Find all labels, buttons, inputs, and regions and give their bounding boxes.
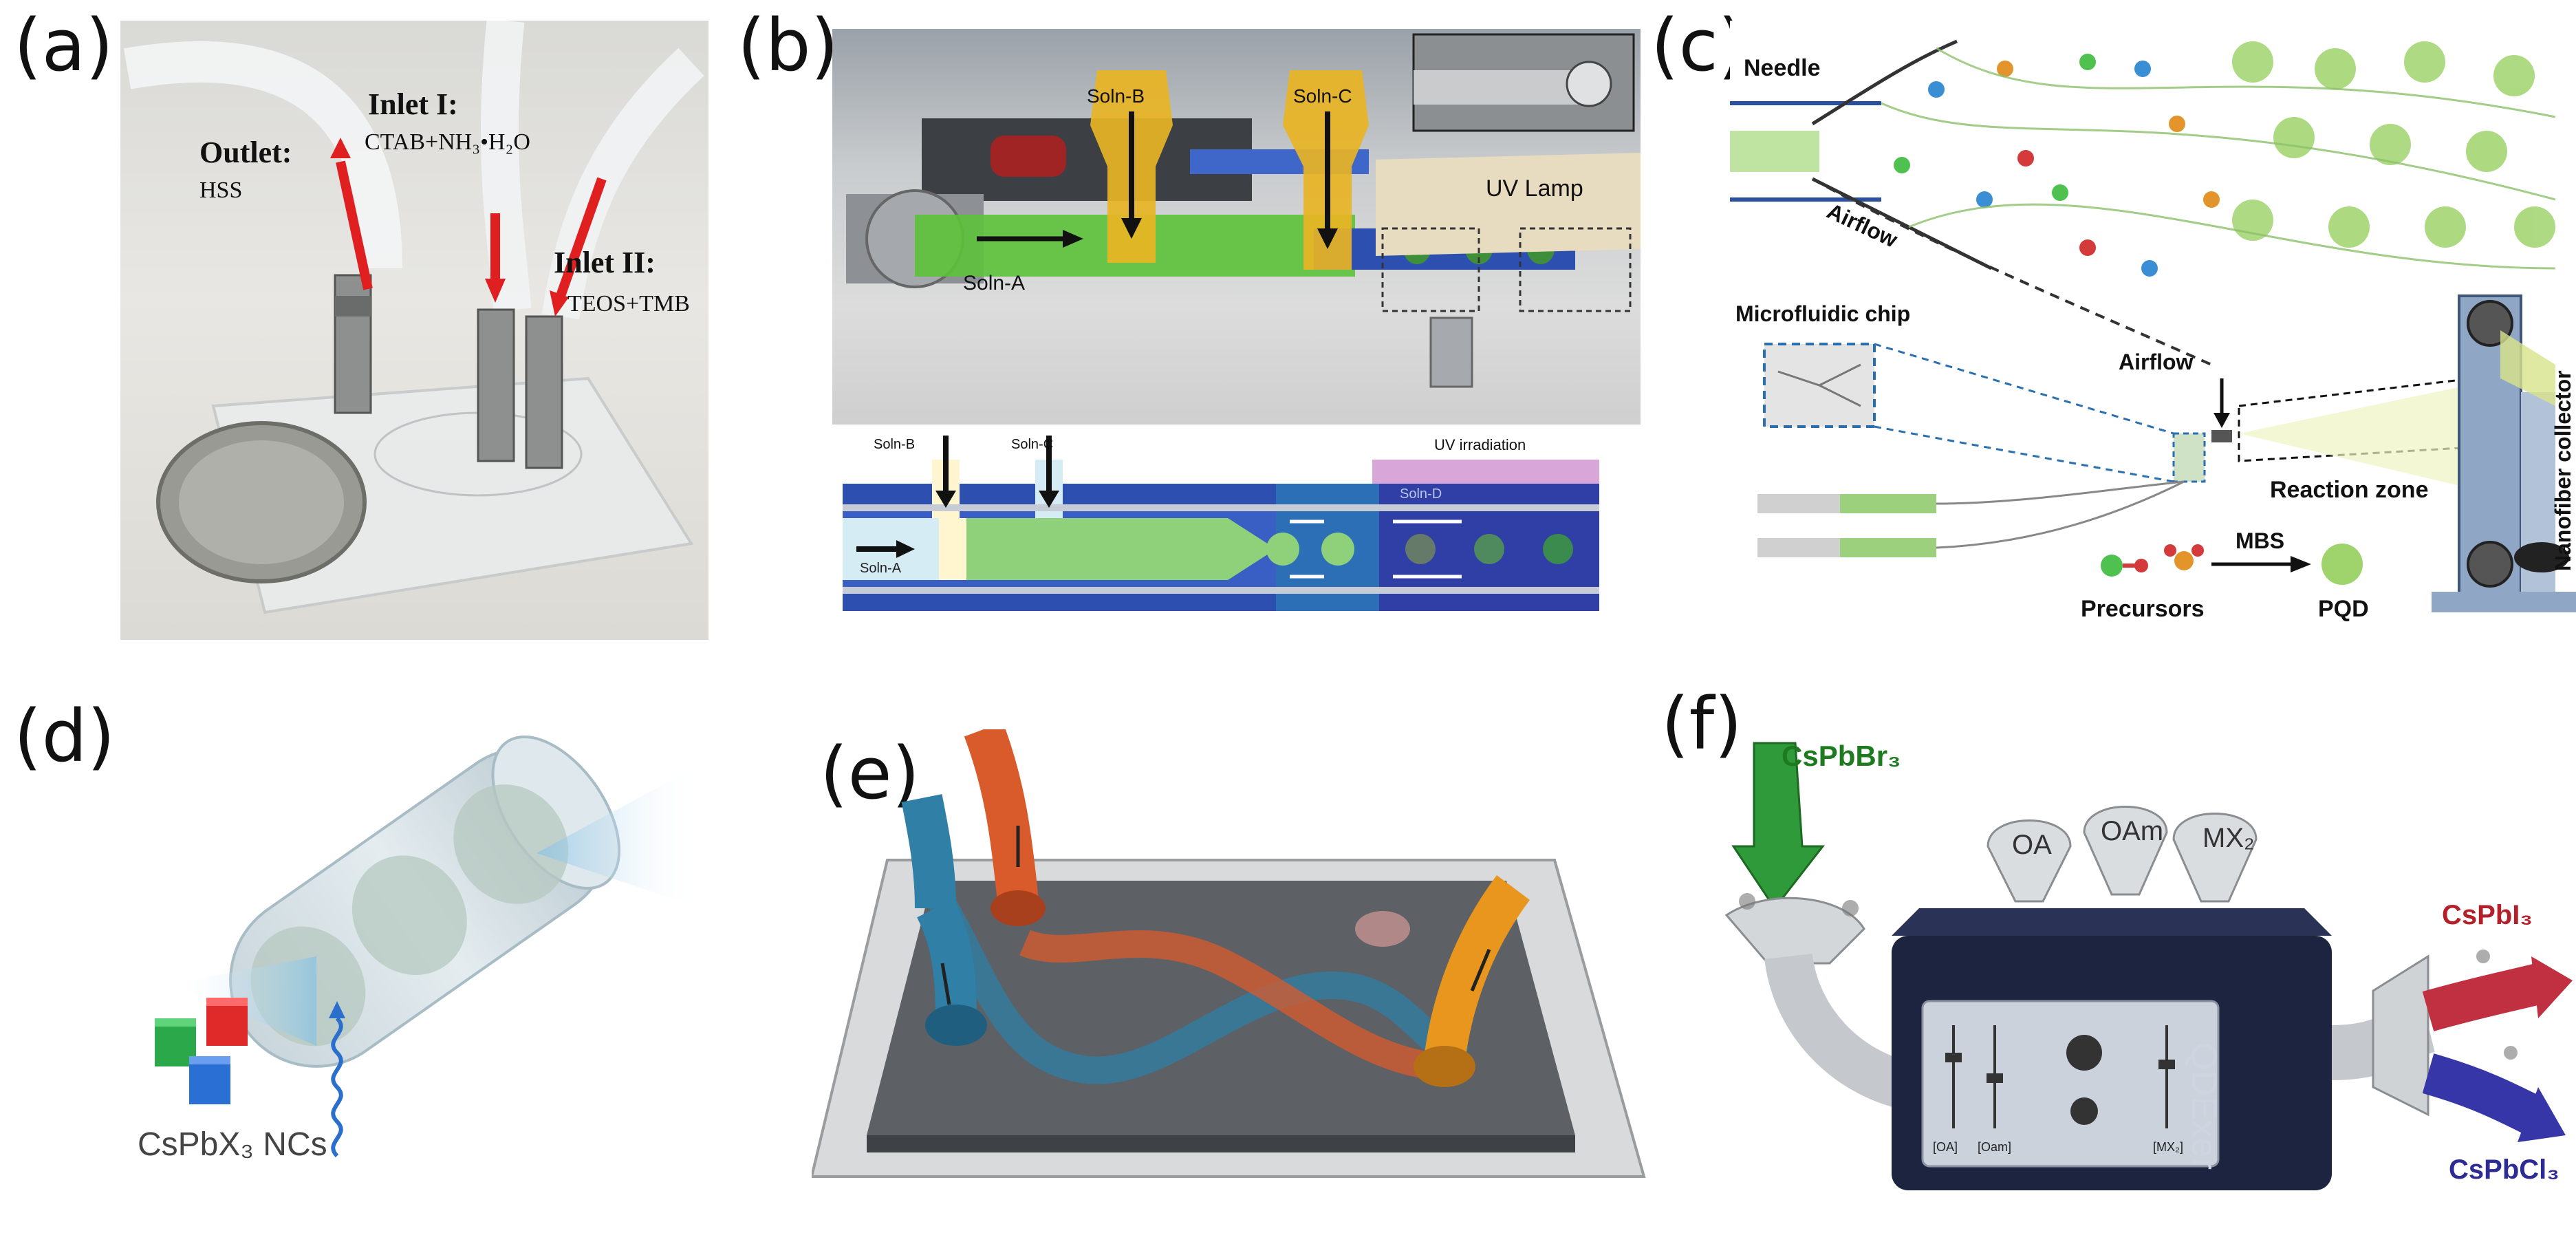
panel-f-illustration [1724, 742, 2573, 1190]
panel-b-render: Soln-B Soln-C Soln-A UV Lamp [832, 29, 1641, 425]
reaction-zone-label: Reaction zone [2270, 477, 2429, 503]
outlet-arrow [336, 160, 373, 290]
panel-label-e: (e) [820, 731, 920, 815]
panel-b-illustration [846, 33, 1641, 388]
uv-irradiation-label: UV irradiation [1434, 436, 1526, 453]
panel-oam-label: [Oam] [1978, 1140, 2012, 1154]
needle-label: Needle [1744, 55, 1821, 81]
uv-lamp-label: UV Lamp [1486, 175, 1583, 202]
diagram-soln-d-label: Soln-D [1400, 486, 1442, 502]
inlet2-arrow [556, 177, 607, 298]
pqd-label: PQD [2318, 596, 2369, 622]
soln-c-label: Soln-C [1293, 85, 1352, 107]
panel-label-f: (f) [1661, 682, 1742, 766]
panel-oa-label: [OA] [1933, 1140, 1958, 1154]
nanofiber-collector-label: Nanofiber collector [2551, 370, 2575, 571]
panel-e-diagram [812, 729, 1658, 1190]
panel-d-diagram: CsPbX₃ NCs [110, 661, 702, 1183]
soln-b-label: Soln-B [1087, 85, 1145, 107]
pqd-clusters [2232, 41, 2555, 248]
panel-b-channel-diagram [843, 436, 1599, 611]
cspbcl3-label: CsPbCl₃ [2449, 1155, 2559, 1185]
mbs-label: MBS [2236, 528, 2285, 553]
panel-b-schematic: Soln-B Soln-C Soln-A Soln-D UV irradiati… [843, 432, 1613, 639]
panel-e-illustration [812, 729, 1646, 1178]
precursors-label: Precursors [2081, 596, 2205, 622]
inlet1-title: Inlet I: [368, 87, 458, 121]
light-wave [331, 1016, 343, 1158]
panel-a-photo: Outlet: HSS Inlet I: CTAB+NH₃•H₂O Inlet … [120, 21, 708, 640]
panel-c-diagram: Needle Airflow Microfluidic chip Airflow… [1730, 21, 2576, 626]
panel-label-b: (b) [737, 3, 839, 87]
ncs-label: CsPbX₃ NCs [138, 1126, 327, 1163]
panel-mx2-label: [MX₂] [2153, 1140, 2183, 1154]
cspbcl3-arrow [2422, 1053, 2541, 1133]
inlet1-sub: CTAB+NH₃•H₂O [365, 129, 530, 155]
precursor-molecules [1894, 54, 2220, 277]
inlet2-title: Inlet II: [554, 246, 656, 279]
cspbi3-label: CsPbI₃ [2442, 900, 2533, 930]
airflow-mid-label: Airflow [2119, 350, 2194, 374]
panel-label-a: (a) [14, 3, 113, 87]
inlet2-sub: TEOS+TMB [567, 291, 690, 317]
oa-label: OA [2012, 830, 2052, 860]
diagram-soln-a-label: Soln-A [860, 561, 902, 576]
outlet-title: Outlet: [199, 136, 292, 169]
panel-label-d: (d) [14, 694, 116, 778]
qdexer-label: QDExer [2184, 1042, 2224, 1170]
panel-d-illustration [155, 736, 702, 1158]
mx2-label: MX₂ [2202, 823, 2255, 853]
oam-label: OAm [2101, 816, 2164, 846]
diagram-soln-b-label: Soln-B [874, 437, 916, 452]
panel-a-illustration [123, 21, 704, 614]
tube [229, 736, 621, 1068]
soln-a-label: Soln-A [963, 272, 1026, 294]
cspbbr3-arrow [1731, 742, 1826, 910]
microfluidic-chip-label: Microfluidic chip [1735, 301, 1911, 326]
cspbi3-arrow [2422, 963, 2544, 1031]
diagram-soln-c-label: Soln-C [1011, 437, 1054, 452]
ncs-cubes [155, 998, 248, 1104]
outlet-sub: HSS [199, 178, 243, 203]
cspbbr3-label: CsPbBr₃ [1782, 740, 1901, 772]
panel-f-diagram: CsPbBr₃ OA OAm MX₂ QDExer [OA] [Oam] [MX… [1685, 729, 2576, 1232]
panel-c-illustration [1730, 39, 2576, 612]
